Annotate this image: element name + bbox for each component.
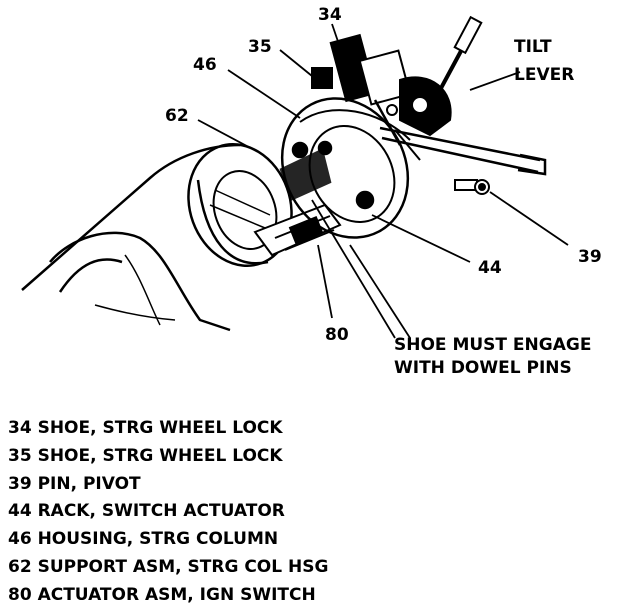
legend-row: 39 PIN, PIVOT: [8, 474, 141, 494]
callouts: 34 35 46 62 39 44 80 TILT LEVER: [165, 5, 602, 345]
callout-62: 62: [165, 106, 189, 126]
callout-35: 35: [248, 37, 272, 57]
column-tube: [21, 143, 241, 332]
legend-row: 44 RACK, SWITCH ACTUATOR: [8, 501, 285, 521]
tilt-lever: [379, 126, 547, 176]
leader-35: [279, 49, 313, 77]
tilt-label-line2: LEVER: [514, 65, 574, 85]
leader-80: [317, 244, 333, 319]
leader-46: [227, 69, 301, 119]
leader-39: [489, 191, 569, 246]
legend-row: 80 ACTUATOR ASM, IGN SWITCH: [8, 585, 316, 605]
engage-note: SHOE MUST ENGAGE WITH DOWEL PINS: [394, 335, 591, 378]
tilt-label-line1: TILT: [514, 37, 552, 57]
leader-shoe-b: [349, 244, 411, 339]
callout-80: 80: [325, 325, 349, 345]
support-assembly: [187, 143, 332, 267]
parts-legend: 34 SHOE, STRG WHEEL LOCK 35 SHOE, STRG W…: [8, 418, 328, 605]
leader-tilt: [469, 71, 521, 91]
leader-shoe-a: [311, 199, 396, 339]
legend-row: 46 HOUSING, STRG COLUMN: [8, 529, 278, 549]
note-line2: WITH DOWEL PINS: [394, 358, 572, 378]
legend-row: 62 SUPPORT ASM, STRG COL HSG: [8, 557, 328, 577]
leader-lines: [197, 23, 569, 339]
note-line1: SHOE MUST ENGAGE: [394, 335, 591, 355]
callout-46: 46: [193, 55, 217, 75]
callout-39: 39: [578, 247, 602, 267]
leader-44: [371, 214, 471, 263]
leader-34: [331, 23, 346, 63]
callout-34: 34: [318, 5, 342, 25]
callout-44: 44: [478, 258, 502, 278]
leader-62: [197, 119, 259, 153]
upper-mechanism: [311, 15, 483, 146]
legend-row: 34 SHOE, STRG WHEEL LOCK: [8, 418, 283, 438]
pivot-pin: [454, 179, 490, 195]
legend-row: 35 SHOE, STRG WHEEL LOCK: [8, 446, 283, 466]
